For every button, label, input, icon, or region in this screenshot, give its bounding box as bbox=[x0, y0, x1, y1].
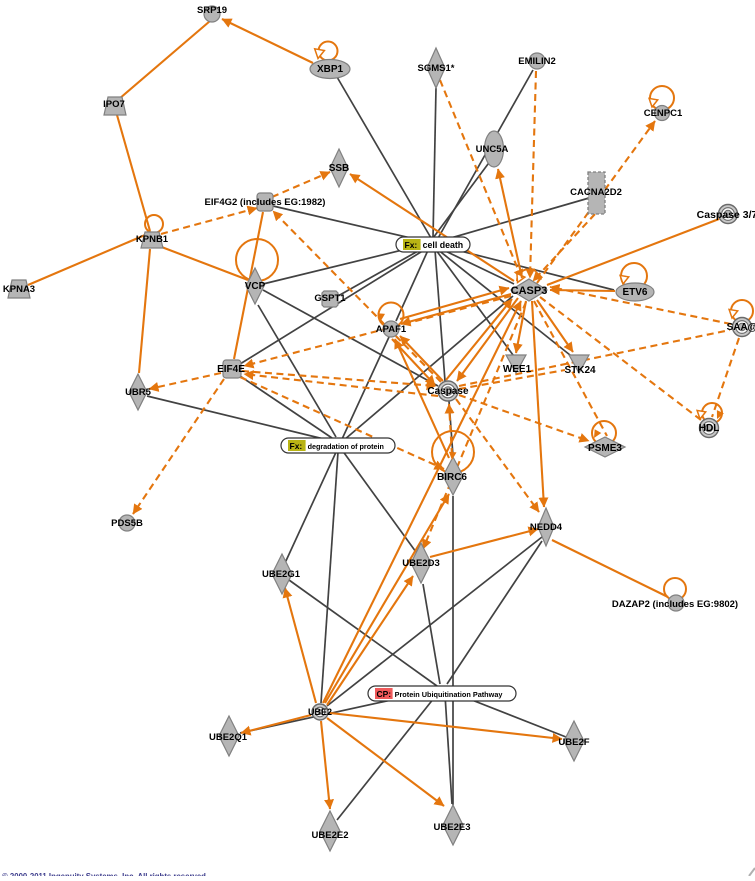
svg-text:VCP: VCP bbox=[245, 281, 266, 292]
svg-text:EIF4G2 (includes EG:1982): EIF4G2 (includes EG:1982) bbox=[205, 197, 326, 208]
svg-text:SGMS1*: SGMS1* bbox=[418, 63, 455, 74]
svg-text:KPNA3: KPNA3 bbox=[3, 284, 35, 295]
svg-text:CACNA2D2: CACNA2D2 bbox=[570, 187, 622, 198]
svg-text:EIF4E: EIF4E bbox=[217, 364, 245, 375]
svg-text:CASP3: CASP3 bbox=[511, 285, 548, 297]
svg-text:CENPC1: CENPC1 bbox=[644, 108, 683, 119]
svg-text:UNC5A: UNC5A bbox=[476, 144, 509, 155]
svg-text:ETV6: ETV6 bbox=[622, 287, 647, 298]
svg-text:UBE2D3: UBE2D3 bbox=[402, 558, 440, 569]
svg-text:WEE1: WEE1 bbox=[503, 364, 532, 375]
svg-text:UBE2E2: UBE2E2 bbox=[312, 830, 349, 841]
svg-text:APAF1: APAF1 bbox=[376, 324, 407, 335]
svg-text:PSME3: PSME3 bbox=[588, 443, 622, 454]
svg-text:NEDD4: NEDD4 bbox=[530, 522, 563, 533]
svg-text:XBP1: XBP1 bbox=[317, 64, 344, 75]
svg-text:© 2000-2011 Ingenuity Systems,: © 2000-2011 Ingenuity Systems, Inc. All … bbox=[2, 872, 208, 876]
svg-text:SRP19: SRP19 bbox=[197, 5, 227, 16]
svg-text:KPNB1: KPNB1 bbox=[136, 234, 169, 245]
svg-text:HDL: HDL bbox=[699, 423, 720, 434]
svg-text:SSB: SSB bbox=[329, 163, 350, 174]
svg-text:STK24: STK24 bbox=[564, 365, 596, 376]
svg-text:DAZAP2 (includes EG:9802): DAZAP2 (includes EG:9802) bbox=[612, 599, 738, 610]
svg-text:Caspase 3/7: Caspase 3/7 bbox=[697, 209, 755, 221]
svg-text:UBE2F: UBE2F bbox=[558, 737, 589, 748]
svg-text:SAA@: SAA@ bbox=[727, 322, 755, 333]
svg-text:Fx:: Fx: bbox=[405, 240, 418, 250]
svg-text:degradation of protein: degradation of protein bbox=[308, 442, 384, 451]
svg-text:Fx:: Fx: bbox=[290, 441, 303, 451]
svg-text:Caspase: Caspase bbox=[427, 386, 469, 397]
svg-text:UBE2: UBE2 bbox=[308, 707, 332, 717]
svg-text:GSPT1: GSPT1 bbox=[314, 293, 346, 304]
svg-text:PDS5B: PDS5B bbox=[111, 518, 143, 529]
svg-text:UBR5: UBR5 bbox=[125, 387, 152, 398]
svg-text:UBE2E3: UBE2E3 bbox=[434, 822, 471, 833]
svg-text:UBE2Q1: UBE2Q1 bbox=[209, 732, 248, 743]
svg-text:EMILIN2: EMILIN2 bbox=[518, 56, 555, 67]
svg-text:IPO7: IPO7 bbox=[103, 99, 125, 110]
svg-text:CP:: CP: bbox=[377, 689, 392, 699]
svg-text:Protein Ubiquitination Pathway: Protein Ubiquitination Pathway bbox=[395, 690, 504, 699]
svg-text:BIRC6: BIRC6 bbox=[437, 472, 467, 483]
svg-text:UBE2G1: UBE2G1 bbox=[262, 569, 301, 580]
svg-text:cell death: cell death bbox=[423, 240, 464, 250]
